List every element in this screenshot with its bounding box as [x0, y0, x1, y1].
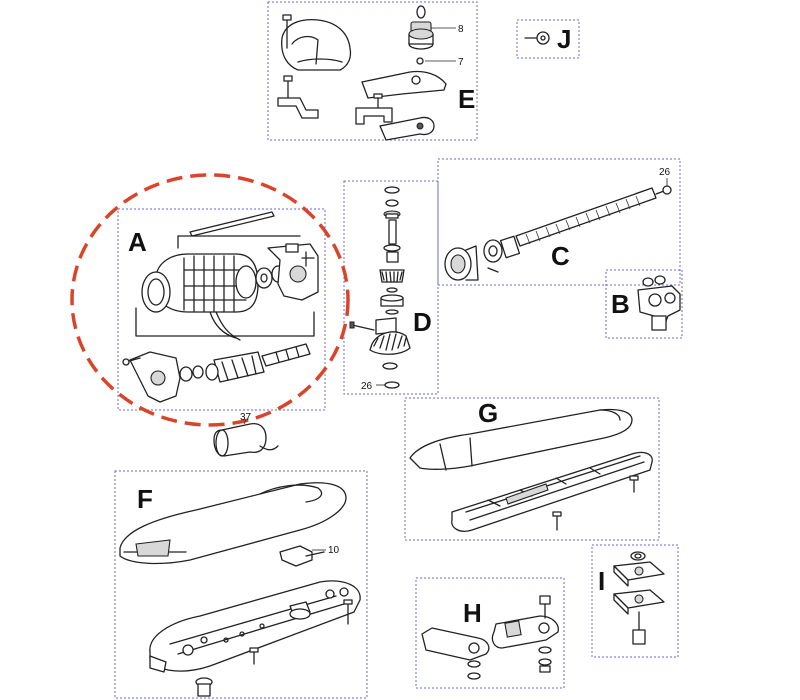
e-ref-8: 8 — [458, 24, 464, 35]
e-bracket-left — [277, 75, 319, 119]
j-key-icon — [524, 31, 550, 45]
e-lever-arm — [361, 70, 447, 99]
h-washers — [467, 660, 481, 680]
group-e-label: E — [458, 84, 475, 114]
a-front-bracket — [122, 351, 181, 403]
d-ref-26: 26 — [361, 381, 373, 392]
g-top-cover — [409, 408, 633, 471]
a-lead-wires — [209, 311, 241, 341]
d-bushings — [380, 287, 404, 315]
group-i-label: I — [598, 566, 605, 596]
group-f: 10 F — [114, 470, 368, 699]
e-release-bracket — [355, 93, 393, 125]
g-base-rail — [451, 451, 653, 532]
capacitor — [213, 419, 279, 457]
e-cover-hood — [281, 18, 352, 71]
group-j: J — [516, 19, 580, 59]
f-small-bracket — [279, 545, 326, 567]
group-c-box — [437, 158, 681, 286]
group-i: I — [591, 544, 679, 658]
e-knob-part — [408, 5, 456, 50]
group-d-box — [343, 180, 439, 395]
c-gear-wheel — [444, 245, 479, 281]
e-ref-7: 7 — [458, 57, 464, 68]
f-ref-10: 10 — [328, 545, 340, 556]
i-bolt — [632, 611, 646, 645]
group-c: 26 C — [437, 158, 681, 286]
group-b: B — [605, 269, 683, 339]
f-top-housing — [119, 482, 347, 565]
group-j-label: J — [557, 24, 571, 54]
d-shaft — [383, 219, 401, 252]
e-screw-1 — [282, 14, 292, 49]
i-upper-clamp — [613, 561, 665, 587]
a-tie-rod — [177, 211, 301, 249]
h-pivot-plate — [491, 615, 559, 649]
a-rear-bracket — [267, 243, 319, 301]
i-lower-clamp — [613, 589, 665, 615]
c-end-cap — [662, 178, 672, 195]
group-h-label: H — [463, 598, 482, 628]
a-rotor — [179, 343, 311, 383]
c-ref-26: 26 — [659, 167, 671, 178]
e-washer — [416, 57, 456, 65]
c-bearing — [483, 239, 503, 263]
group-a: A — [70, 173, 350, 427]
f-screws — [195, 599, 353, 697]
a-washers — [255, 265, 285, 289]
g-screws — [552, 475, 639, 531]
f-base-housing — [149, 580, 361, 673]
a-stator-housing — [141, 253, 259, 313]
d-washer-stack — [383, 186, 401, 219]
group-a-highlight-circle — [70, 173, 350, 427]
c-pin — [487, 267, 499, 273]
group-d-label: D — [413, 307, 432, 337]
group-f-box — [114, 470, 368, 699]
group-g-label: G — [478, 398, 498, 428]
group-g: G — [404, 397, 660, 541]
h-flat-arm — [421, 627, 490, 661]
c-coupling — [499, 235, 521, 259]
group-f-label: F — [137, 484, 153, 514]
group-e-box — [267, 1, 478, 141]
d-small-gear — [379, 251, 405, 283]
group-c-label: C — [551, 241, 570, 271]
group-h: H — [415, 577, 565, 689]
group-b-box — [605, 269, 683, 339]
group-g-box — [404, 397, 660, 541]
group-e: 8 7 E — [267, 1, 478, 141]
group-a-label: A — [128, 227, 147, 257]
c-lead-screw — [515, 187, 665, 247]
group-d: 26 D — [343, 180, 439, 395]
a-frame-lines — [135, 307, 315, 337]
group-b-label: B — [611, 289, 630, 319]
group-j-box — [516, 19, 580, 59]
d-bottom-washers — [376, 362, 400, 389]
d-bevel-gear — [349, 317, 411, 355]
b-bracket-part — [637, 275, 681, 331]
capacitor-ref-37: 37 — [240, 412, 252, 423]
h-bolt — [538, 595, 552, 673]
group-i-box — [591, 544, 679, 658]
group-h-box — [415, 577, 565, 689]
i-nut — [630, 551, 646, 561]
